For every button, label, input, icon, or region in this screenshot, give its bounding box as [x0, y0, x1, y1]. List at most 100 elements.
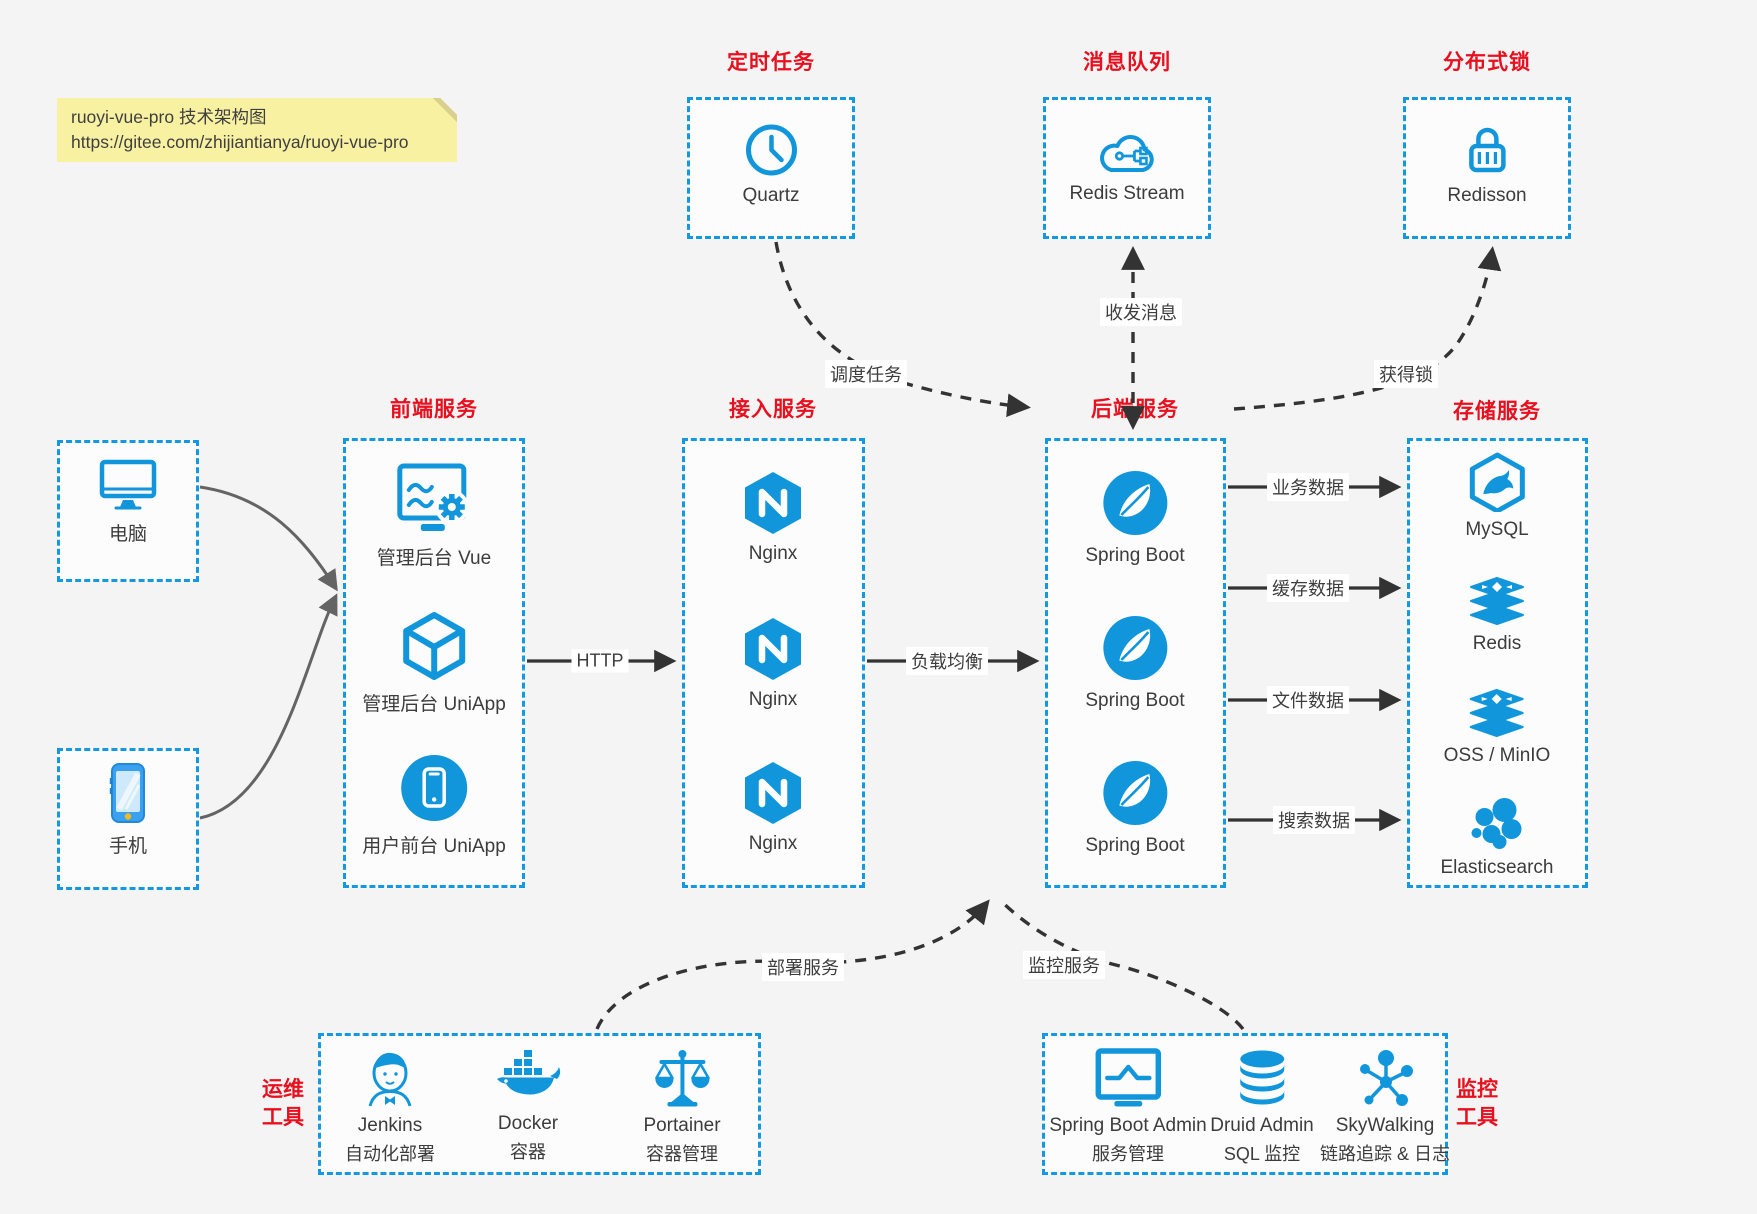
node-portainer: Portainer 容器管理 [643, 1048, 721, 1166]
jenkins-icon [368, 1052, 412, 1107]
title-storage: 存储服务 [1453, 400, 1541, 423]
docker-icon [497, 1050, 561, 1095]
node-druid-admin: Druid Admin SQL 监控 [1210, 1048, 1314, 1166]
lock-icon [1468, 127, 1506, 173]
edge-label-cache-data: 缓存数据 [1267, 574, 1349, 602]
user-app-icon [400, 755, 467, 821]
node-label: Redisson [1447, 185, 1527, 206]
node-mysql: MySQL [1465, 452, 1529, 541]
edge-computer-frontend [199, 485, 338, 592]
edge-label-schedule-task: 调度任务 [825, 360, 907, 388]
node-redis: Redis [1466, 576, 1528, 655]
redis-stack-icon [1470, 577, 1524, 625]
node-sublabel: SQL 监控 [1223, 1144, 1301, 1164]
node-sublabel: 服务管理 [1092, 1144, 1164, 1164]
node-label: MySQL [1465, 519, 1529, 540]
node-label: Nginx [748, 833, 798, 854]
title-ops-tools: 运维 工具 [262, 1078, 304, 1129]
node-docker: Docker 容器 [494, 1048, 562, 1164]
box-computer [57, 440, 199, 582]
node-elasticsearch: Elasticsearch [1441, 796, 1554, 879]
edge-label-deploy-service: 部署服务 [762, 953, 844, 981]
spring-icon [1102, 471, 1167, 535]
node-nginx-1: Nginx [742, 470, 804, 565]
title-message-queue: 消息队列 [1083, 51, 1171, 74]
node-admin-uniapp: 管理后台 UniApp [362, 610, 506, 716]
node-label: Portainer [643, 1115, 721, 1136]
sba-icon [1095, 1048, 1161, 1107]
edge-label-business-data: 业务数据 [1267, 473, 1349, 501]
box-quartz [687, 97, 855, 239]
skywalking-icon [1359, 1050, 1413, 1106]
node-label: OSS / MinIO [1443, 745, 1551, 766]
node-label: 用户前台 UniApp [362, 836, 506, 857]
node-jenkins: Jenkins 自动化部署 [345, 1048, 435, 1166]
node-phone: 手机 [105, 762, 151, 858]
title-backend: 后端服务 [1091, 398, 1179, 421]
edge-label-load-balance: 负载均衡 [906, 647, 988, 675]
mysql-icon [1469, 452, 1525, 512]
title-scheduled-tasks: 定时任务 [727, 51, 815, 74]
node-spring-3: Spring Boot [1085, 758, 1185, 857]
smartphone-icon [109, 763, 145, 823]
edge-phone-frontend [199, 593, 338, 820]
node-label: 电脑 [108, 524, 147, 545]
node-label: 管理后台 Vue [376, 548, 492, 569]
portainer-icon [654, 1050, 710, 1107]
node-label: Redis Stream [1069, 183, 1185, 204]
spring-icon [1102, 761, 1167, 825]
node-label: Spring Boot [1085, 545, 1185, 566]
edge-label-monitor-service: 监控服务 [1023, 951, 1105, 979]
node-spring-boot-admin: Spring Boot Admin 服务管理 [1049, 1048, 1207, 1166]
node-label: Jenkins [357, 1115, 423, 1136]
edge-label-send-receive-msg: 收发消息 [1100, 298, 1182, 326]
title-gateway: 接入服务 [729, 398, 817, 421]
druid-icon [1240, 1050, 1284, 1105]
node-label: Druid Admin [1210, 1115, 1314, 1136]
node-quartz: Quartz [742, 122, 800, 207]
node-oss-minio: OSS / MinIO [1443, 688, 1551, 767]
node-sublabel: 自动化部署 [345, 1144, 435, 1164]
uniapp-cube-icon [402, 612, 465, 680]
node-nginx-3: Nginx [742, 760, 804, 855]
edge-label-file-data: 文件数据 [1267, 686, 1349, 714]
node-label: Quartz [742, 185, 800, 206]
note-url: https://gitee.com/zhijiantianya/ruoyi-vu… [71, 132, 409, 152]
oss-stack-icon [1469, 689, 1524, 737]
node-label: Nginx [748, 543, 798, 564]
nginx-icon [745, 762, 801, 824]
node-label: Elasticsearch [1440, 857, 1554, 878]
node-label: Nginx [748, 689, 798, 710]
node-label: Redis [1472, 633, 1522, 654]
node-spring-1: Spring Boot [1085, 468, 1185, 567]
clock-icon [745, 124, 797, 176]
edge-label-acquire-lock: 获得锁 [1374, 360, 1438, 388]
edge-label-search-data: 搜索数据 [1273, 806, 1355, 834]
spring-icon [1102, 616, 1167, 680]
elasticsearch-icon [1471, 798, 1521, 849]
node-label: Spring Boot [1085, 690, 1185, 711]
node-admin-vue: 管理后台 Vue [377, 462, 491, 570]
node-sublabel: 容器 [510, 1142, 546, 1162]
node-skywalking: SkyWalking 链路追踪 & 日志 [1320, 1048, 1450, 1166]
node-sublabel: 容器管理 [645, 1144, 718, 1164]
node-label: Docker [497, 1113, 559, 1134]
node-nginx-2: Nginx [742, 616, 804, 711]
node-redisson: Redisson [1447, 120, 1527, 207]
cloud-network-icon [1099, 135, 1154, 172]
title-frontend: 前端服务 [390, 398, 478, 421]
node-label: 管理后台 UniApp [362, 694, 506, 715]
nginx-icon [745, 472, 801, 534]
nginx-icon [745, 618, 801, 680]
admin-vue-icon [397, 463, 469, 531]
node-label: Spring Boot [1085, 835, 1185, 856]
note-title: ruoyi-vue-pro 技术架构图 [71, 107, 267, 127]
title-monitor-tools: 监控 工具 [1456, 1078, 1498, 1129]
node-label: Spring Boot Admin [1049, 1115, 1207, 1136]
desktop-icon [99, 459, 157, 510]
node-spring-2: Spring Boot [1085, 613, 1185, 712]
edge-label-http: HTTP [571, 649, 629, 673]
sticky-note: ruoyi-vue-pro 技术架构图 https://gitee.com/zh… [57, 98, 457, 162]
node-user-uniapp: 用户前台 UniApp [362, 752, 506, 858]
